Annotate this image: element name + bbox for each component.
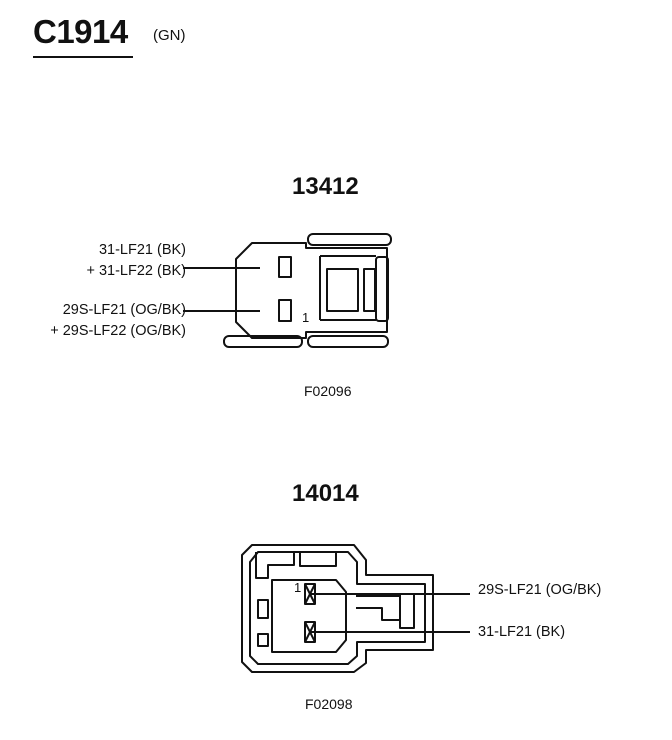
figure-id: F02098 xyxy=(305,696,353,712)
pin-number: 1 xyxy=(294,580,302,595)
connector-title: C1914 xyxy=(33,13,128,50)
part-number-13412: 13412 xyxy=(292,173,359,200)
part-number-14014: 14014 xyxy=(292,480,359,507)
figure-id: F02096 xyxy=(304,383,352,399)
wire-label: 31-LF21 (BK) xyxy=(478,624,566,640)
title-underline xyxy=(33,56,133,58)
wire-label: 29S-LF21 (OG/BK) xyxy=(62,302,186,318)
wire-label: 29S-LF21 (OG/BK) xyxy=(478,582,602,598)
pin-number: 1 xyxy=(302,310,310,325)
wire-label: + 29S-LF22 (OG/BK) xyxy=(50,323,186,339)
connector-color-code: (GN) xyxy=(153,27,186,44)
wire-label: + 31-LF22 (BK) xyxy=(86,263,186,279)
wire-label: 31-LF21 (BK) xyxy=(98,242,186,258)
